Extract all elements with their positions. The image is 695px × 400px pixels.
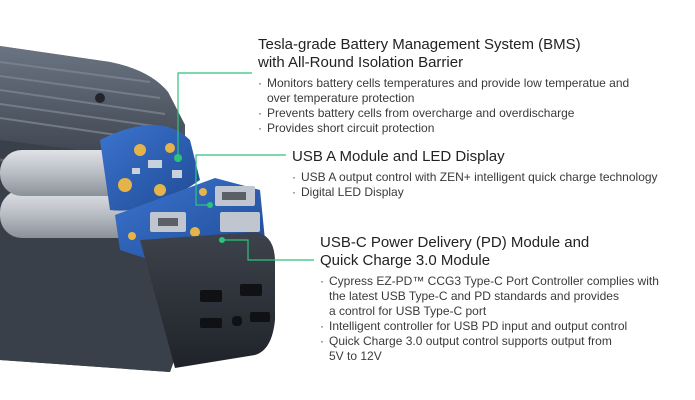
bullet-item: Intelligent controller for USB PD input … xyxy=(320,319,690,334)
bullet-item: Cypress EZ-PD™ CCG3 Type-C Port Controll… xyxy=(320,274,690,319)
bullet-line: Monitors battery cells temperatures and … xyxy=(267,76,630,90)
feature-usb-c-title: USB-C Power Delivery (PD) Module and Qui… xyxy=(320,234,690,270)
bullet-item: Prevents battery cells from overcharge a… xyxy=(258,106,678,121)
bullet-line: over temperature protection xyxy=(267,91,415,105)
bullet-item: Digital LED Display xyxy=(292,185,692,200)
feature-bms-bullets: Monitors battery cells temperatures and … xyxy=(258,76,678,136)
bullet-line: the latest USB Type-C and PD standards a… xyxy=(329,289,619,303)
bullet-item: USB A output control with ZEN+ intellige… xyxy=(292,170,692,185)
bullet-line: Quick Charge 3.0 output control supports… xyxy=(329,334,612,348)
feature-bms: Tesla-grade Battery Management System (B… xyxy=(258,36,678,136)
bullet-item: Provides short circuit protection xyxy=(258,121,678,136)
feature-usb-a: USB A Module and LED Display USB A outpu… xyxy=(292,148,692,200)
title-line: Quick Charge 3.0 Module xyxy=(320,252,491,269)
bullet-line: Provides short circuit protection xyxy=(267,121,435,135)
title-line: USB-C Power Delivery (PD) Module and xyxy=(320,234,590,251)
feature-usb-c: USB-C Power Delivery (PD) Module and Qui… xyxy=(320,234,690,364)
feature-usb-c-bullets: Cypress EZ-PD™ CCG3 Type-C Port Controll… xyxy=(320,274,690,364)
bullet-line: USB A output control with ZEN+ intellige… xyxy=(301,170,658,184)
title-line: Tesla-grade Battery Management System (B… xyxy=(258,36,581,53)
bullet-line: a control for USB Type-C port xyxy=(329,304,487,318)
bullet-line: Prevents battery cells from overcharge a… xyxy=(267,106,575,120)
bullet-line: Intelligent controller for USB PD input … xyxy=(329,319,628,333)
feature-bms-title: Tesla-grade Battery Management System (B… xyxy=(258,36,678,72)
feature-usb-a-title: USB A Module and LED Display xyxy=(292,148,692,166)
bullet-line: Digital LED Display xyxy=(301,185,404,199)
bullet-line: Cypress EZ-PD™ CCG3 Type-C Port Controll… xyxy=(329,274,659,288)
bullet-item: Monitors battery cells temperatures and … xyxy=(258,76,678,106)
feature-usb-a-bullets: USB A output control with ZEN+ intellige… xyxy=(292,170,692,200)
title-line: with All-Round Isolation Barrier xyxy=(258,54,464,71)
bullet-item: Quick Charge 3.0 output control supports… xyxy=(320,334,690,364)
bullet-line: 5V to 12V xyxy=(329,349,382,363)
title-line: USB A Module and LED Display xyxy=(292,148,505,165)
